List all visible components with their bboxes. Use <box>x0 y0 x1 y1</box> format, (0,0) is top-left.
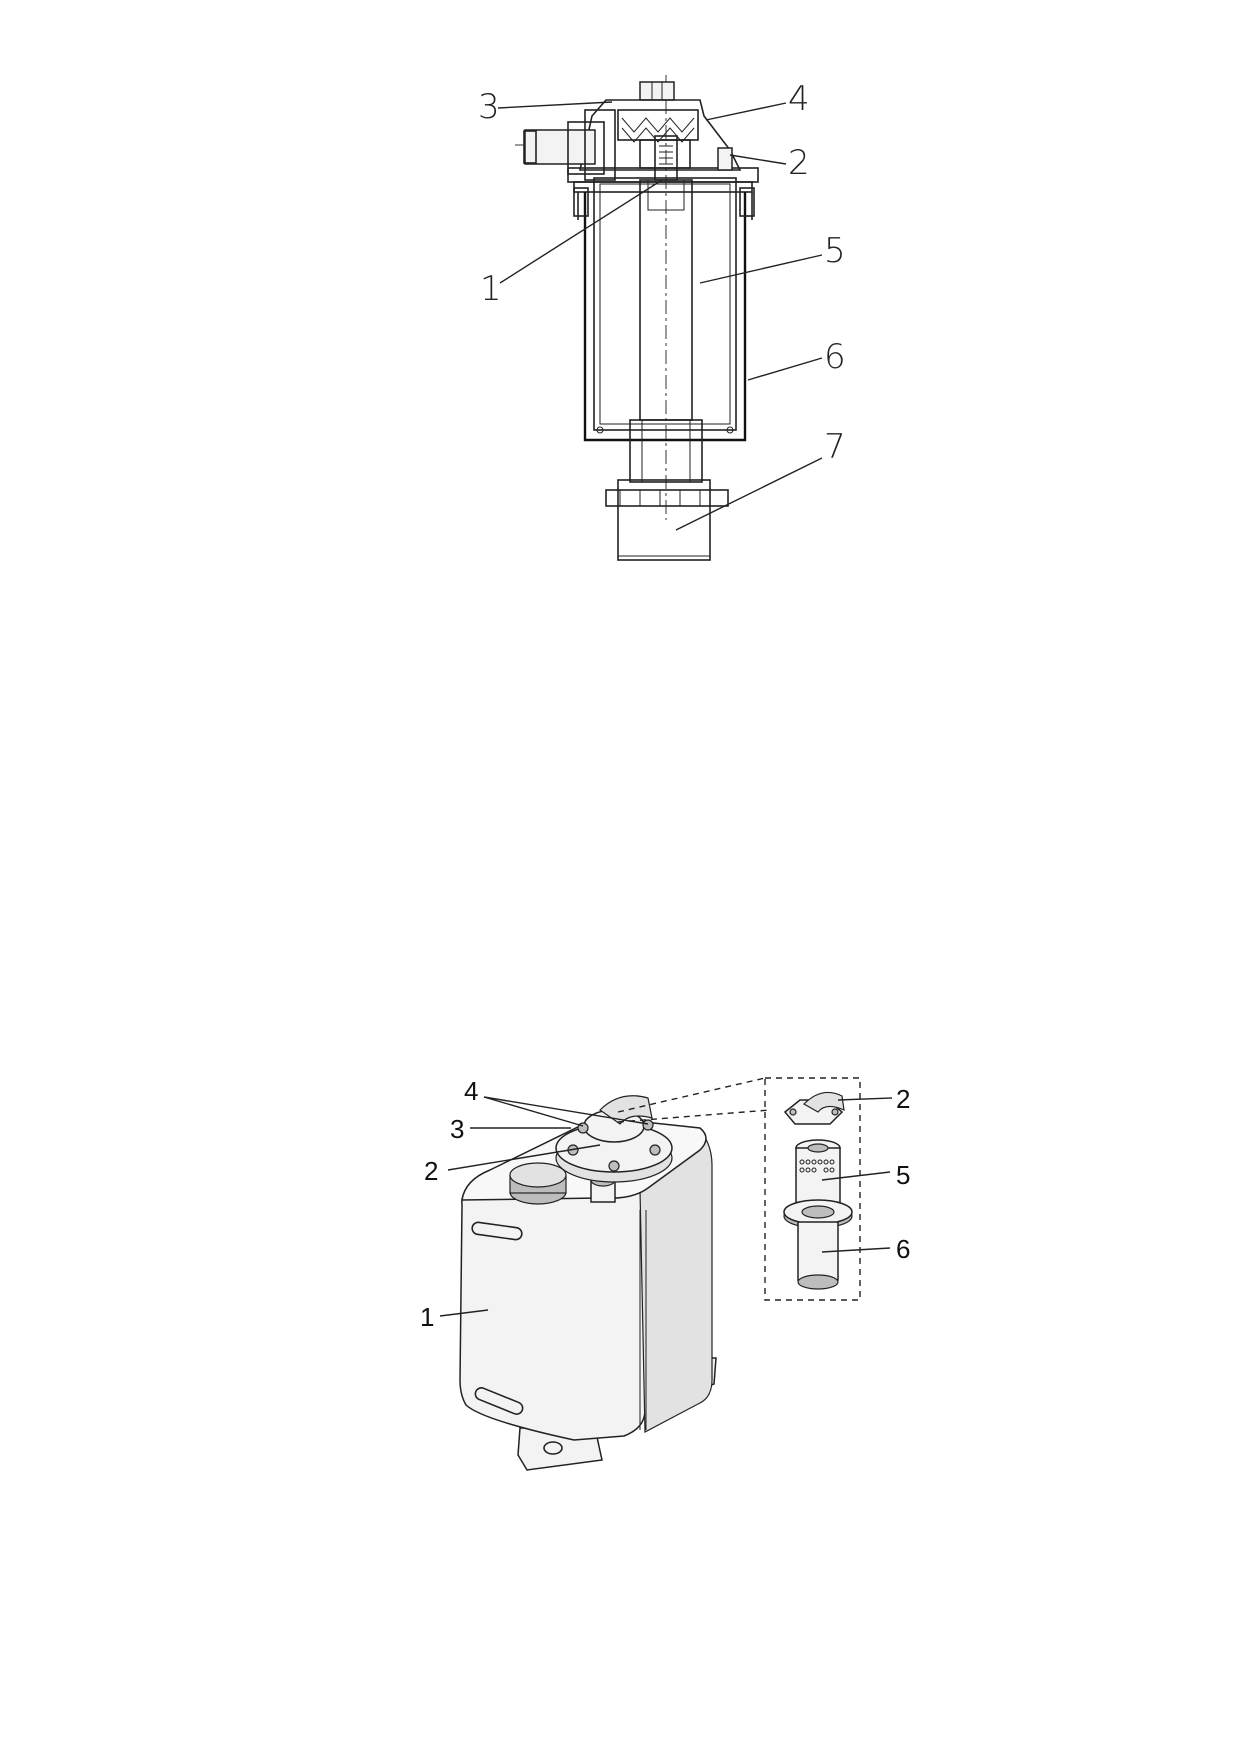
cover-cap <box>579 99 742 181</box>
callout-7-section: 7 <box>824 427 846 467</box>
section-view-figure: 3 4 2 1 5 6 7 <box>0 0 1241 600</box>
leader-5-exploded <box>821 1171 891 1181</box>
callout-1-iso: 1 <box>420 1302 434 1332</box>
leader-4a <box>483 1096 584 1127</box>
leader-1-iso <box>439 1309 489 1317</box>
leader-2-exploded <box>837 1097 893 1101</box>
section-view-drawing: 3 4 2 1 5 6 7 <box>478 75 846 561</box>
leader-2-iso <box>447 1144 601 1171</box>
callout-2-exploded: 2 <box>896 1084 910 1114</box>
callout-2-section: 2 <box>788 143 810 183</box>
callout-2-iso: 2 <box>424 1156 438 1186</box>
leader-4b <box>483 1096 649 1125</box>
leader-5-section <box>699 254 823 284</box>
exploded-cover <box>783 1091 845 1125</box>
projection-line-upper <box>617 1077 766 1113</box>
leader-6-section <box>747 357 823 381</box>
leader-2-section <box>729 154 787 165</box>
callout-4-section: 4 <box>788 79 810 119</box>
isometric-view-drawing: 4 3 2 1 2 5 6 <box>420 1076 910 1471</box>
callout-4-iso: 4 <box>464 1076 478 1106</box>
callout-5-exploded: 5 <box>896 1160 910 1190</box>
outer-housing <box>573 187 755 442</box>
leader-4 <box>705 102 787 121</box>
outlet-pipe <box>605 419 729 561</box>
callout-1-section: 1 <box>480 269 502 309</box>
exploded-parts-frame <box>764 1077 861 1301</box>
cover-bolts <box>567 1119 661 1172</box>
callout-6-exploded: 6 <box>896 1234 910 1264</box>
callout-3-section: 3 <box>478 87 500 127</box>
filter-cover-plate <box>555 1095 673 1183</box>
exploded-housing <box>783 1199 853 1290</box>
leader-1-section <box>499 179 663 284</box>
projection-line-lower <box>617 1109 771 1123</box>
callout-3-iso: 3 <box>450 1114 464 1144</box>
top-bolt <box>639 81 675 101</box>
filter-element <box>593 177 737 434</box>
mounting-flange <box>567 147 759 193</box>
callout-6-section: 6 <box>824 337 846 377</box>
filler-cap <box>509 1162 567 1205</box>
leader-6-exploded <box>821 1247 891 1253</box>
leader-3 <box>497 101 613 109</box>
isometric-view-figure: 4 3 2 1 2 5 6 <box>0 1050 1241 1520</box>
side-inlet-fitting <box>515 109 616 181</box>
callout-5-section: 5 <box>824 231 846 271</box>
leader-7 <box>675 457 823 531</box>
